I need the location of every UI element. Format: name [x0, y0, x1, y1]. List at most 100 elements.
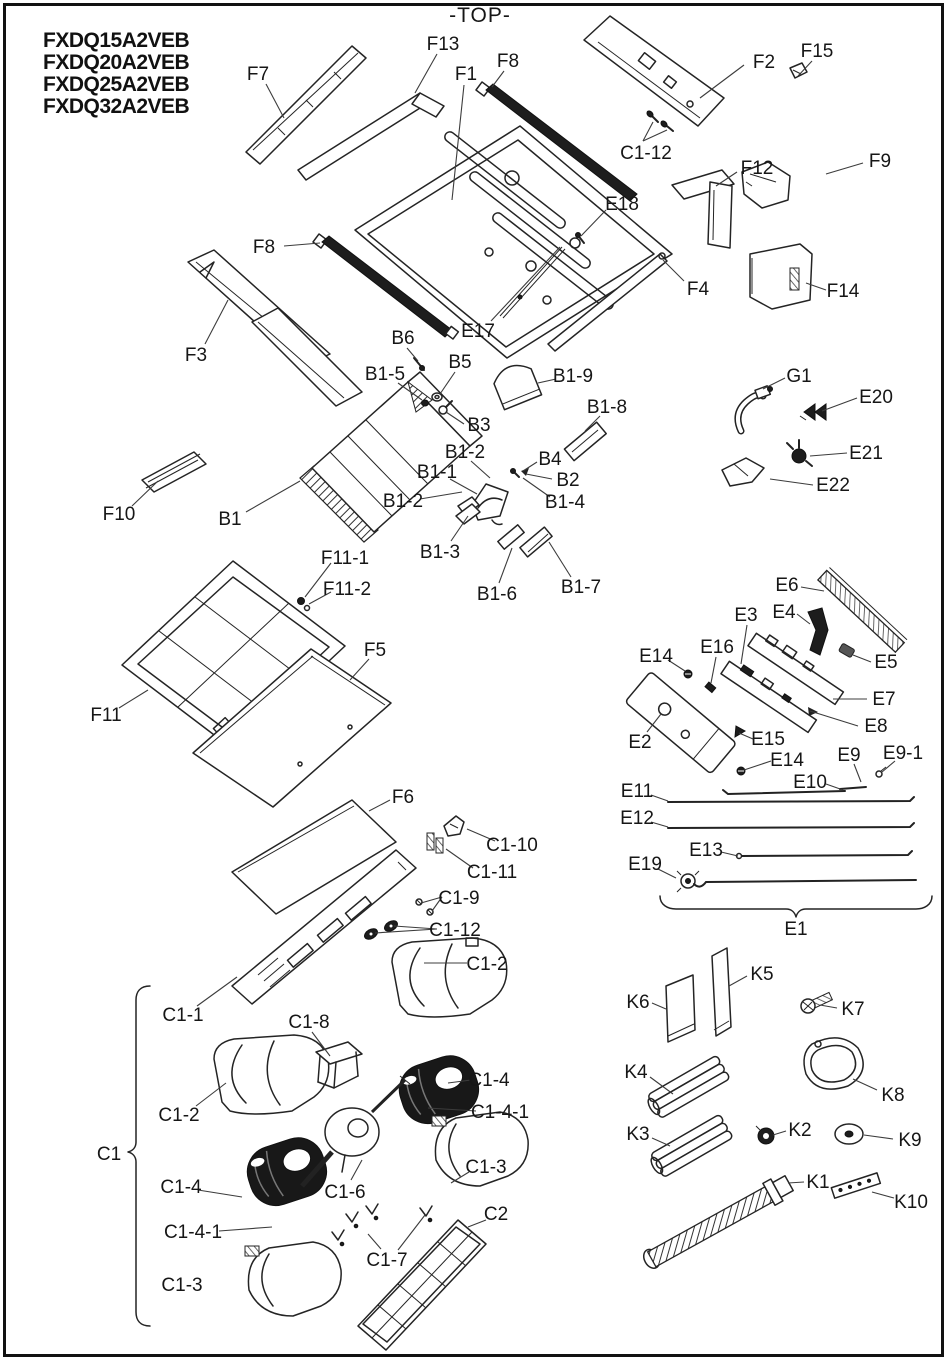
leader-line	[667, 659, 686, 672]
label-e18: E18	[605, 194, 639, 215]
leader-line	[196, 976, 238, 1007]
part-f8-top-rail	[475, 81, 638, 202]
leader-line	[715, 171, 738, 187]
part-e17-rod	[499, 246, 566, 319]
part-c1-1-panel	[231, 849, 417, 1005]
part-e5-capacitor	[838, 643, 855, 658]
part-c1-12-screws-top	[646, 110, 674, 132]
part-k6-insulation-sheet	[665, 974, 696, 1043]
label-b1-5: B1-5	[365, 364, 405, 385]
label-f8: F8	[253, 237, 275, 258]
part-e8-pcb	[720, 660, 818, 734]
leader-line	[863, 1134, 894, 1140]
leader-line	[650, 794, 669, 802]
leader-line	[642, 129, 668, 142]
label-k7: K7	[841, 999, 864, 1020]
leader-line	[649, 1076, 674, 1095]
label-f4: F4	[687, 279, 710, 300]
label-f3: F3	[185, 345, 207, 366]
leader-line	[743, 760, 772, 771]
part-e18-screw	[575, 232, 585, 244]
leader-line	[445, 848, 474, 869]
label-k5: K5	[750, 964, 773, 985]
part-c1-10-clip	[443, 815, 465, 837]
part-f2-bracket-plate	[583, 15, 725, 127]
leader-line	[772, 1130, 787, 1136]
label-f2: F2	[753, 52, 775, 73]
label-c1-2: C1-2	[466, 954, 507, 975]
leader-line	[350, 1159, 363, 1181]
part-c1-3-housing-right	[431, 1111, 529, 1187]
part-e14-screw-upper	[683, 669, 693, 679]
label-g1: G1	[786, 366, 811, 387]
label-e15: E15	[751, 729, 785, 750]
label-e5: E5	[874, 652, 897, 673]
label-b6: B6	[391, 328, 414, 349]
leader-line	[304, 562, 332, 598]
part-k5-insulation-sheet	[711, 947, 732, 1037]
label-k8: K8	[881, 1085, 904, 1106]
part-e9-wire	[839, 786, 867, 790]
leader-line	[283, 242, 321, 247]
leader-line	[651, 1002, 667, 1010]
part-f5-panel	[192, 648, 392, 808]
leader-line	[439, 371, 456, 395]
label-k6: K6	[626, 992, 649, 1013]
leader-line	[699, 64, 745, 99]
part-c1-3-housing-left	[244, 1241, 342, 1317]
label-c1-1: C1-1	[162, 1005, 203, 1026]
part-c1-4-fan-wheel-left	[246, 1137, 328, 1207]
label-c1-4: C1-4	[160, 1177, 202, 1198]
part-b1-3-angle	[455, 503, 481, 525]
leader-line	[449, 478, 478, 495]
leader-line	[374, 928, 438, 934]
leader-line	[797, 60, 813, 77]
label-b1: B1	[218, 509, 241, 530]
label-c2: C2	[484, 1204, 508, 1225]
part-k8-insulation-pad	[803, 1037, 864, 1090]
leader-line	[197, 1189, 243, 1198]
leader-line	[431, 896, 443, 912]
leader-line	[548, 541, 572, 578]
part-k3-tube-bundle	[650, 1114, 733, 1177]
diagram-title: -TOP-	[449, 4, 511, 27]
leader-line	[450, 515, 469, 542]
e1-group-brace	[659, 895, 933, 918]
label-e20: E20	[859, 387, 893, 408]
model-number: FXDQ25A2VEB	[43, 73, 190, 96]
leader-line	[467, 1219, 487, 1228]
label-e12: E12	[620, 808, 654, 829]
leader-line	[881, 760, 896, 773]
leader-line	[522, 477, 551, 498]
label-e17: E17	[461, 321, 495, 342]
part-b1-6-tube	[497, 524, 525, 550]
label-b1-9: B1-9	[553, 366, 593, 387]
label-f5: F5	[364, 640, 386, 661]
part-g1-pipe	[734, 385, 773, 435]
leader-line	[657, 868, 677, 879]
part-e22-bracket	[721, 457, 765, 487]
part-f1-top-panel	[354, 125, 673, 359]
leader-line	[580, 209, 607, 237]
label-f7: F7	[247, 64, 269, 85]
part-k7-screw	[800, 991, 834, 1014]
label-c1-10: C1-10	[486, 835, 538, 856]
part-e16-clip	[704, 681, 717, 694]
part-k4-tube-bundle	[647, 1055, 730, 1118]
label-c1-7: C1-7	[366, 1250, 407, 1271]
part-f6-panel	[231, 799, 397, 915]
label-b4: B4	[538, 449, 562, 470]
label-c1-12: C1-12	[620, 143, 672, 164]
part-e19-wire-assembly	[676, 870, 917, 893]
part-f9-bracket	[741, 161, 791, 209]
leader-line	[871, 1191, 895, 1199]
part-e9-1-grommet	[875, 766, 887, 778]
c1-group-brace	[127, 985, 151, 1327]
label-f14: F14	[827, 281, 860, 302]
leader-line	[738, 732, 754, 740]
leader-line	[367, 1233, 382, 1250]
leader-lines-layer	[118, 53, 896, 1251]
label-e4: E4	[772, 602, 796, 623]
leader-line	[646, 713, 662, 733]
label-c1-8: C1-8	[288, 1012, 329, 1033]
